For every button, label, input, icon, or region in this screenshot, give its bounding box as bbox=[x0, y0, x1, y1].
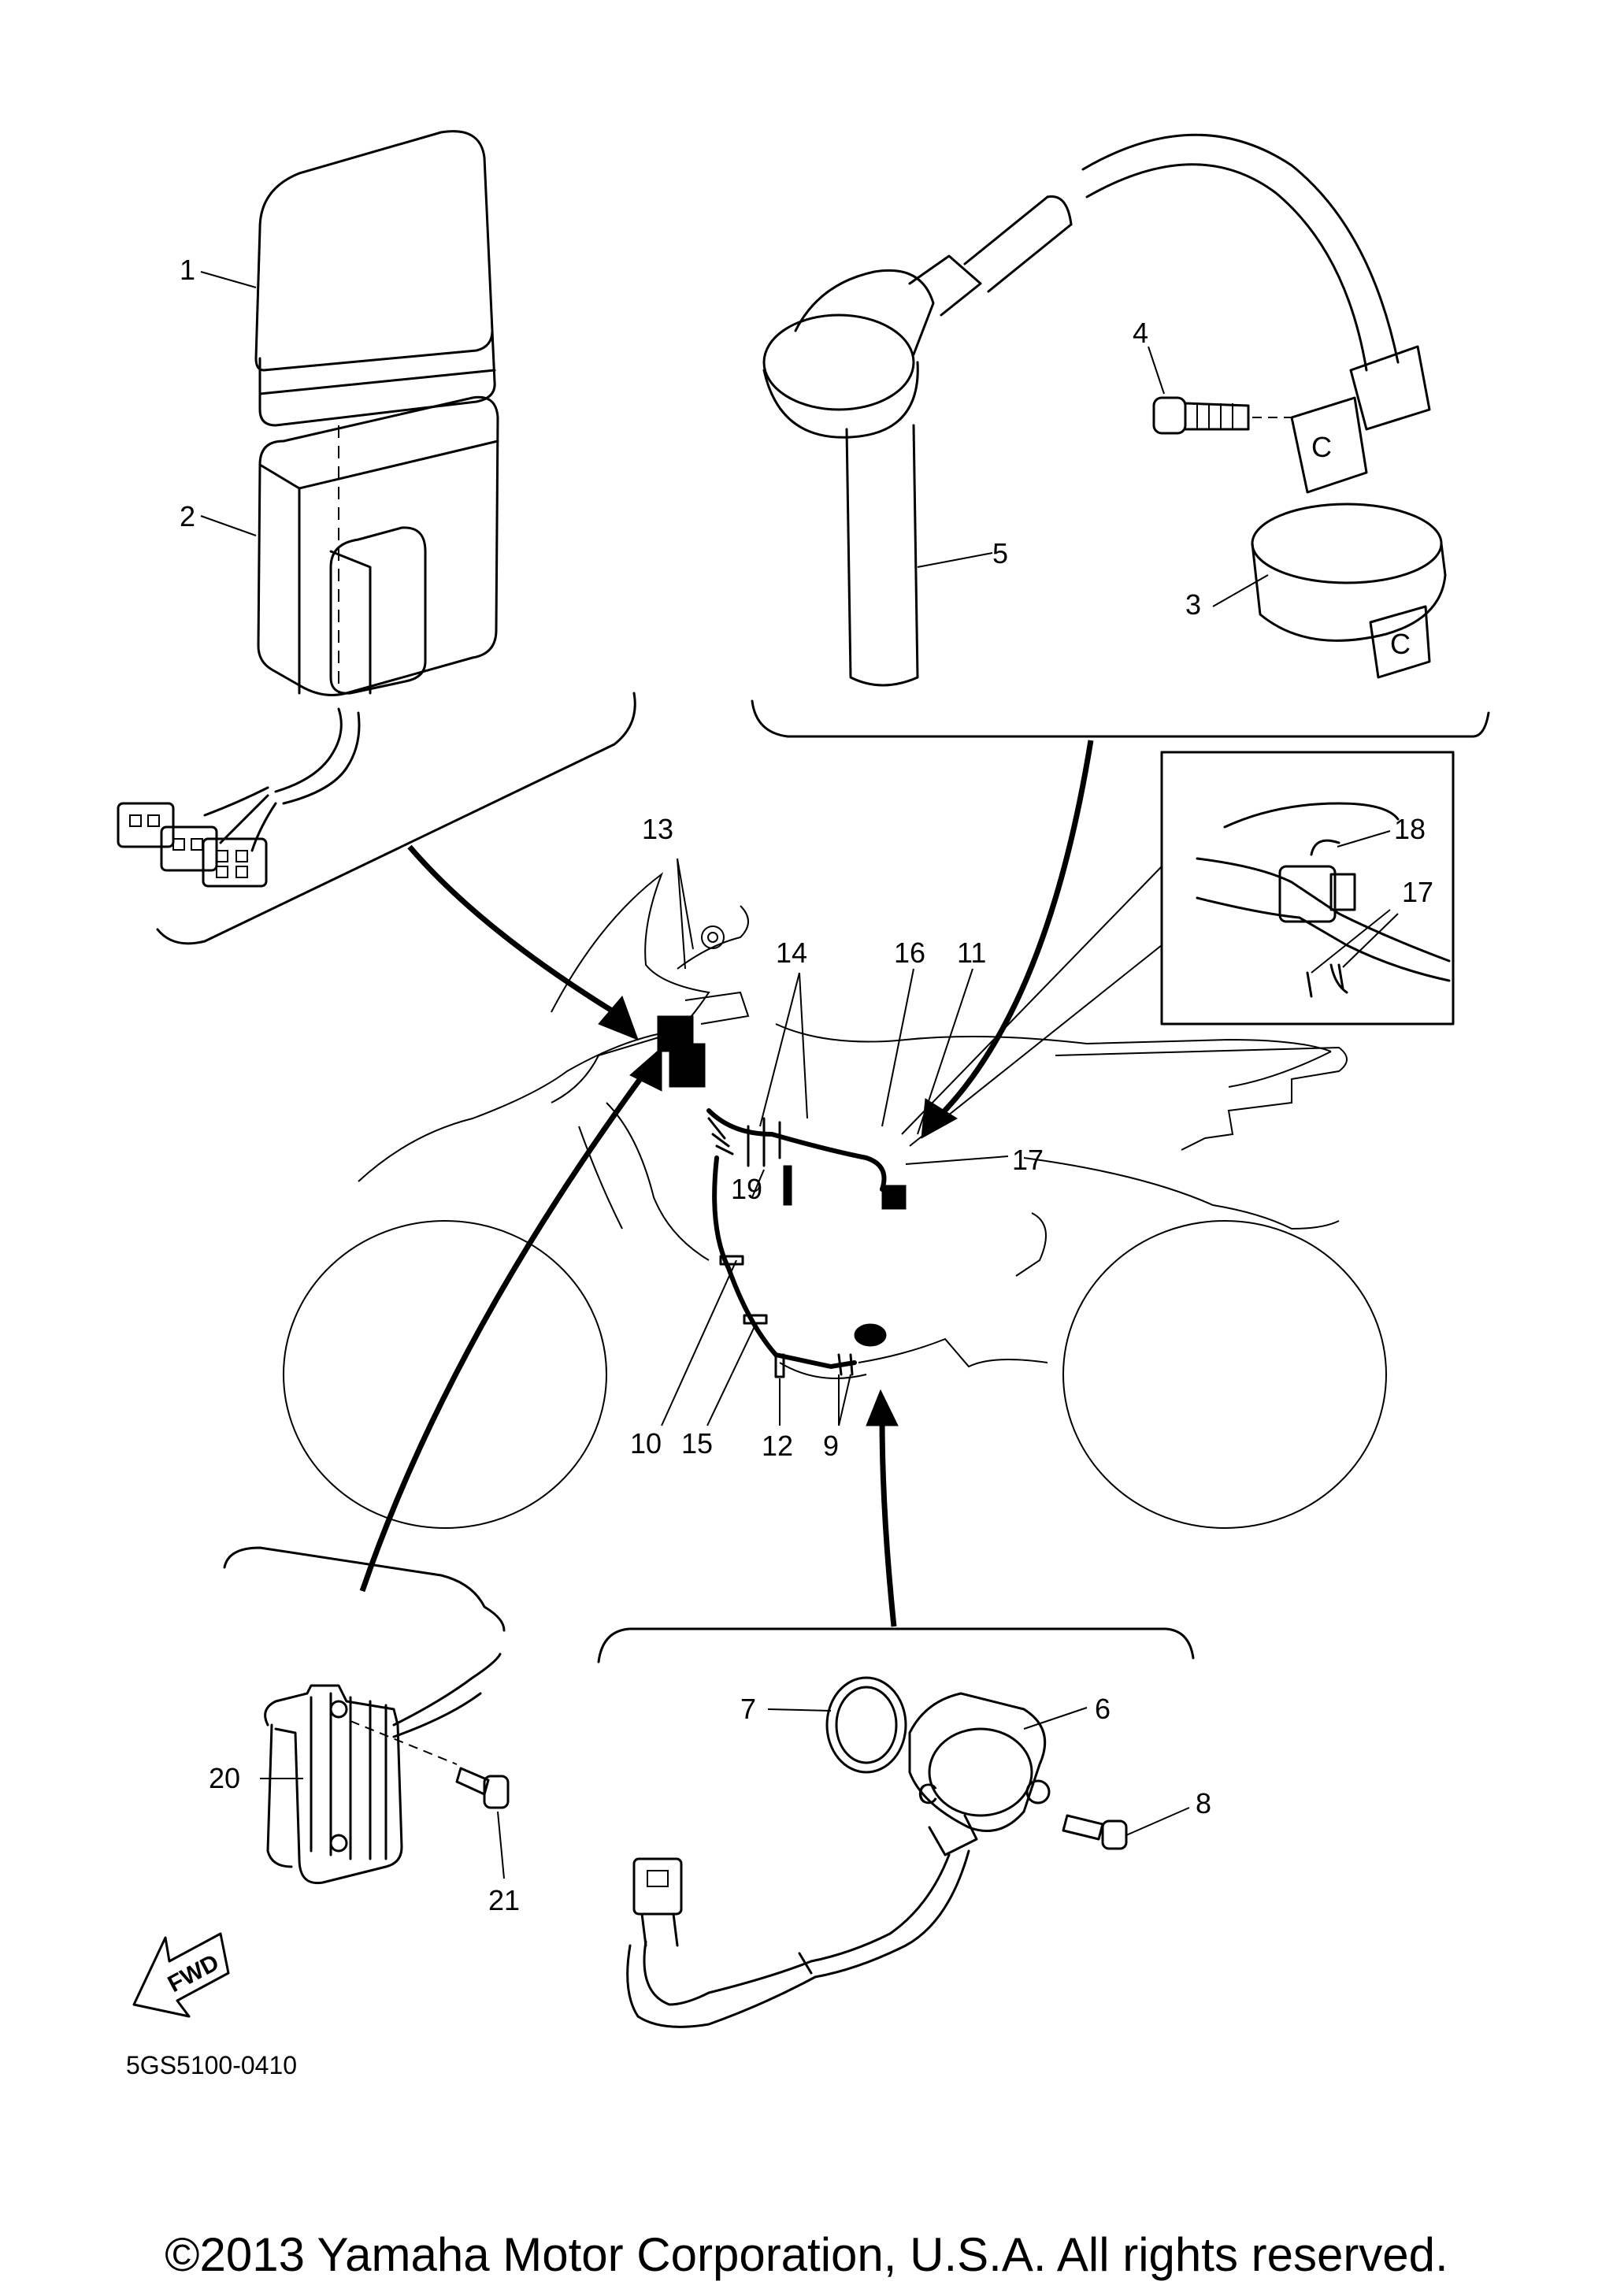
fwd-arrow-icon: FWD bbox=[132, 1932, 230, 2018]
switch-assembly-drawing: C bbox=[597, 1627, 1195, 2028]
callout-21: 21 bbox=[488, 1884, 520, 1916]
rectifier-drawing bbox=[223, 1546, 510, 1885]
callout-12: 12 bbox=[762, 1430, 793, 1462]
callout-1: 1 bbox=[180, 254, 195, 286]
diagram-code: 5GS5100-0410 bbox=[126, 2051, 298, 2079]
callout-2: 2 bbox=[180, 500, 195, 532]
callout-19: 19 bbox=[731, 1173, 762, 1205]
pointer-arrows bbox=[359, 740, 1094, 1627]
callout-18: 18 bbox=[1394, 813, 1426, 845]
callout-8: 8 bbox=[1196, 1787, 1211, 1819]
cdi-unit-drawing bbox=[117, 130, 636, 945]
callout-10: 10 bbox=[630, 1427, 662, 1460]
callout-17-inset: 17 bbox=[1402, 876, 1433, 908]
svg-text:C: C bbox=[1390, 628, 1411, 660]
callout-6: 6 bbox=[1095, 1693, 1111, 1725]
svg-text:C: C bbox=[918, 1778, 938, 1810]
callout-11: 11 bbox=[957, 937, 986, 969]
callout-3: 3 bbox=[1185, 588, 1201, 621]
callout-9: 9 bbox=[823, 1430, 839, 1462]
motorcycle-outline bbox=[283, 858, 1387, 1529]
svg-text:C: C bbox=[1311, 431, 1332, 463]
callout-15: 15 bbox=[681, 1427, 713, 1460]
callout-5: 5 bbox=[992, 537, 1008, 569]
callout-14: 14 bbox=[776, 937, 807, 969]
detail-inset bbox=[901, 751, 1455, 1147]
callout-20: 20 bbox=[209, 1762, 240, 1794]
callout-numbers: 1 2 3 4 5 6 7 8 9 10 11 12 13 14 15 16 1… bbox=[180, 254, 1433, 1916]
ignition-coil-drawing: C C bbox=[751, 133, 1490, 738]
fwd-label: FWD bbox=[164, 1949, 224, 1997]
callout-13: 13 bbox=[642, 813, 673, 845]
callout-4: 4 bbox=[1133, 317, 1148, 349]
copyright-notice: ©2013 Yamaha Motor Corporation, U.S.A. A… bbox=[165, 2228, 1448, 2281]
callout-7: 7 bbox=[740, 1693, 756, 1725]
callout-17-bike: 17 bbox=[1012, 1144, 1044, 1176]
callout-16: 16 bbox=[894, 937, 925, 969]
